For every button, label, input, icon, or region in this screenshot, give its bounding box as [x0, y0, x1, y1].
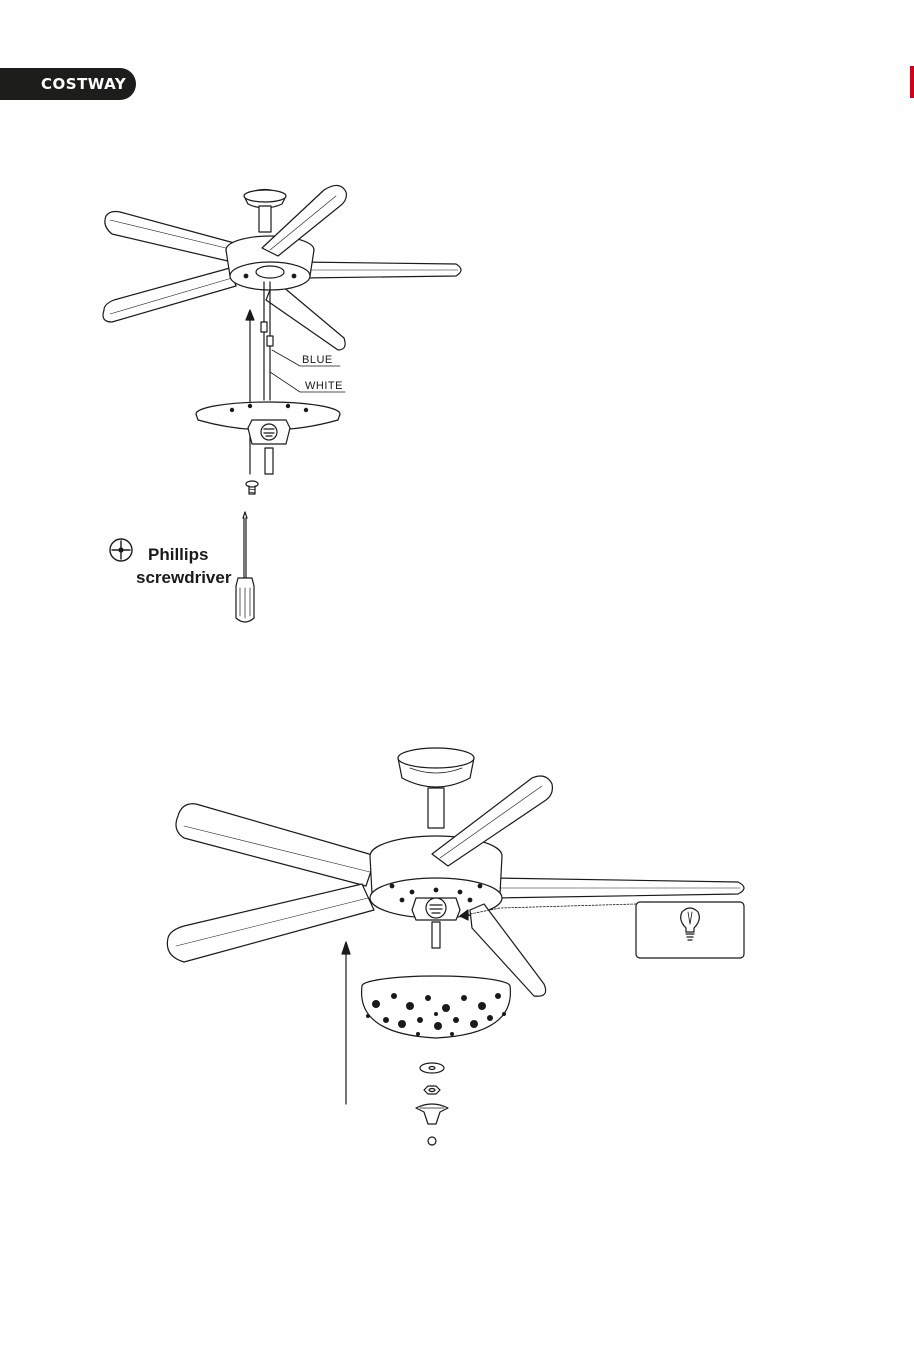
direction-arrow — [246, 310, 254, 474]
tool-label-line1: Phillips — [148, 543, 231, 566]
fan-blade — [300, 262, 461, 278]
fan-canopy — [398, 748, 474, 828]
fan-blade — [176, 804, 376, 886]
fan-canopy — [244, 190, 286, 233]
nut — [424, 1086, 440, 1094]
figure-2-light-kit — [167, 748, 744, 1145]
fan-blade — [103, 268, 236, 322]
fan-blade — [266, 286, 345, 350]
tool-label: Phillips screwdriver — [148, 543, 231, 589]
screw — [246, 481, 258, 494]
phillips-screwdriver — [236, 512, 254, 622]
washer — [420, 1063, 444, 1073]
phillips-head-icon — [110, 539, 132, 561]
finial-cap — [416, 1104, 448, 1124]
tool-label-line2: screwdriver — [136, 566, 231, 589]
direction-arrow — [342, 942, 350, 1104]
glass-bowl — [362, 976, 511, 1038]
knob — [428, 1137, 436, 1145]
light-kit-plate — [196, 402, 340, 474]
wire-label-blue: BLUE — [302, 354, 333, 366]
wire-label-white: WHITE — [305, 380, 343, 392]
fan-blade — [494, 878, 744, 898]
fan-blade — [105, 212, 238, 263]
